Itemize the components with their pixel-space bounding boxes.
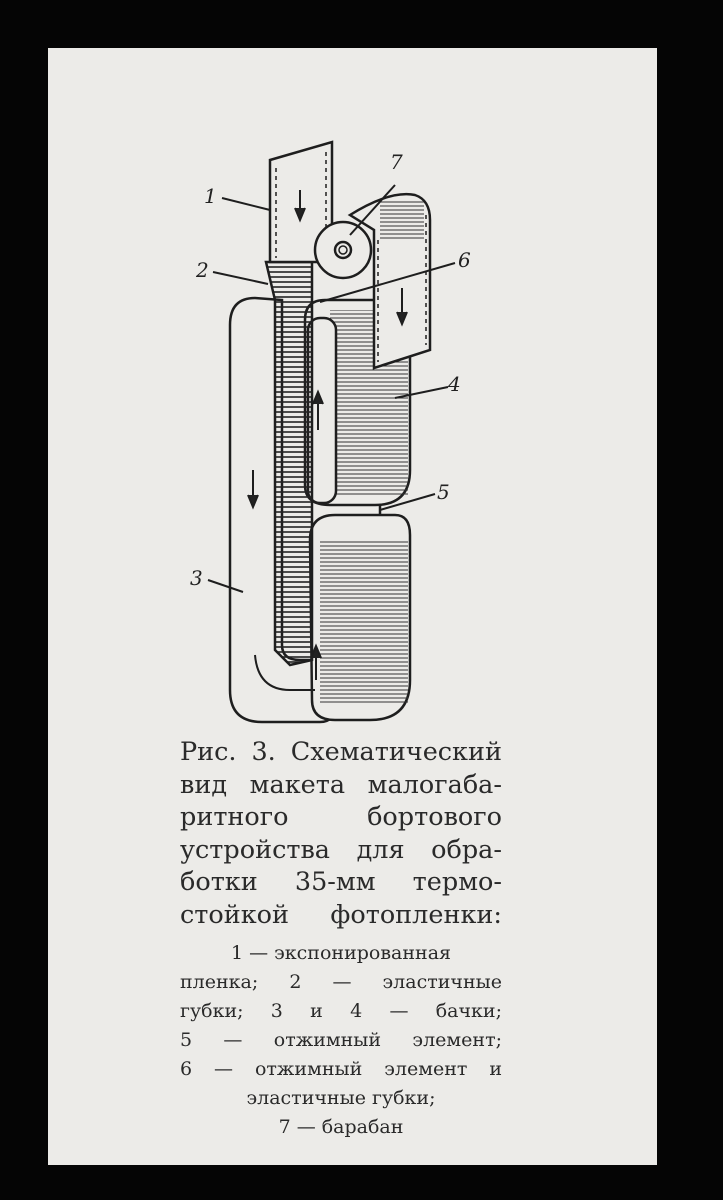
callout-7: 7 [390, 150, 403, 174]
legend-line: 6 — отжимный элемент и [180, 1058, 502, 1080]
callout-2: 2 [196, 258, 209, 282]
callout-5: 5 [437, 480, 450, 504]
legend-line: губки; 3 и 4 — бачки; [180, 1000, 502, 1022]
legend-line: эластичные губки; [246, 1087, 436, 1109]
legend-line: 7 — барабан [278, 1116, 404, 1138]
figure-caption: Рис. 3. Схематический вид макета малогаб… [180, 736, 502, 1142]
legend-line: пленка; 2 — эластичные [180, 971, 502, 993]
caption-line: устройства для обра- [180, 834, 502, 865]
callout-6: 6 [458, 248, 471, 272]
figure-legend: 1 — экспонированная пленка; 2 — эластичн… [180, 939, 502, 1142]
callout-1: 1 [204, 184, 217, 208]
caption-line: Рис. 3. Схематический [180, 737, 502, 767]
callout-3: 3 [190, 566, 203, 590]
legend-line: 1 — экспонированная [230, 942, 452, 964]
legend-line: 5 — отжимный элемент; [180, 1029, 502, 1051]
caption-line: ритного бортового [180, 802, 502, 832]
caption-line: стойкой фотопленки: [180, 899, 502, 930]
caption-line: вид макета малогаба- [180, 769, 502, 800]
callout-4: 4 [448, 372, 461, 396]
caption-line: ботки 35-мм термо- [180, 867, 502, 897]
